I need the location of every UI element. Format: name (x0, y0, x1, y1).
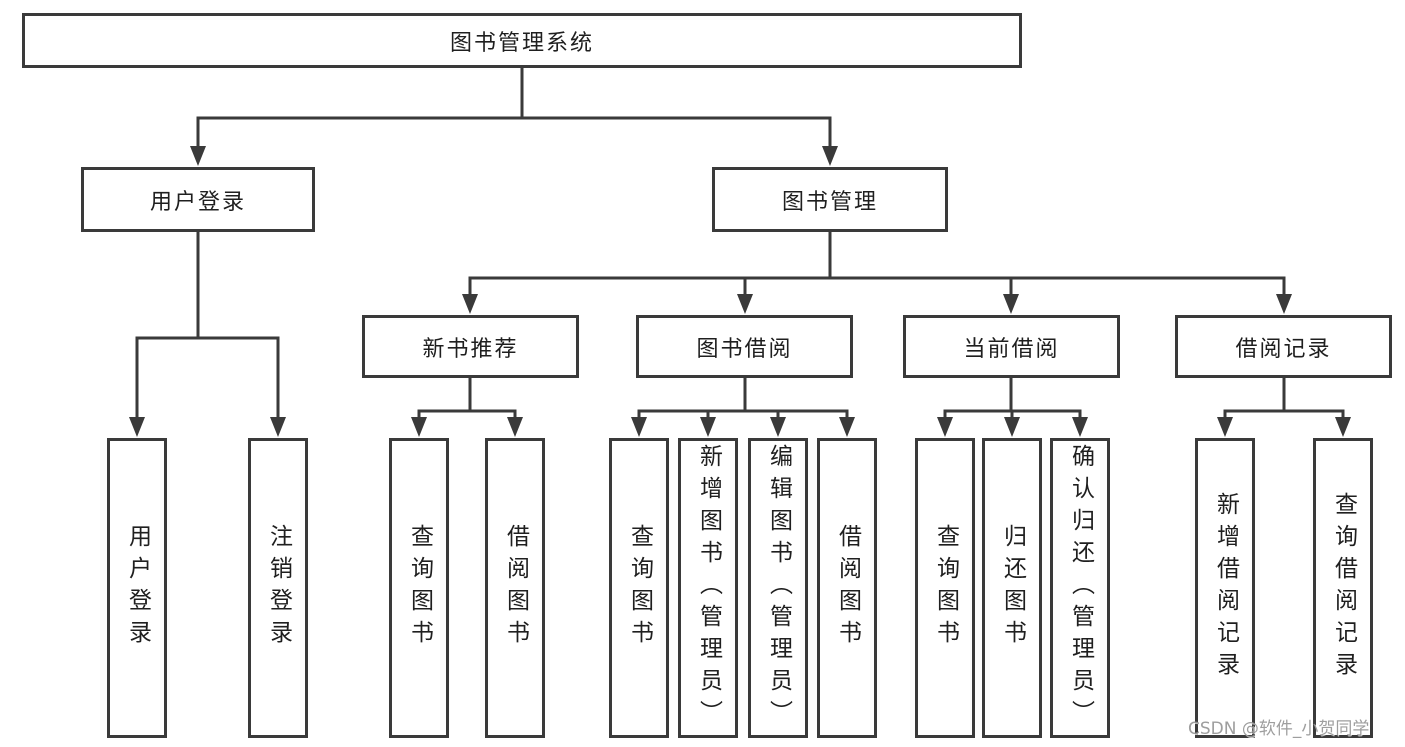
leaf-confirm-return-admin-label: 确认归还（管理员） (1067, 444, 1094, 732)
leaf-logout-login: 注销登录 (248, 438, 308, 738)
leaf-query-books-label: 查询图书 (406, 524, 433, 652)
node-current-borrowing: 当前借阅 (903, 315, 1120, 378)
leaf-borrow-books-label: 借阅图书 (502, 524, 529, 652)
leaf-confirm-return-admin: 确认归还（管理员） (1050, 438, 1110, 738)
leaf-add-book-admin-label: 新增图书（管理员） (695, 444, 722, 732)
node-new-book-recommendation: 新书推荐 (362, 315, 579, 378)
leaf-borrow-books: 借阅图书 (485, 438, 545, 738)
leaf-query-books: 查询图书 (609, 438, 669, 738)
leaf-query-books-label: 查询图书 (932, 524, 959, 652)
node-book-management: 图书管理 (712, 167, 948, 232)
leaf-borrow-books-label: 借阅图书 (834, 524, 861, 652)
node-user-login: 用户登录 (81, 167, 315, 232)
leaf-query-books: 查询图书 (915, 438, 975, 738)
node-library-management-system: 图书管理系统 (22, 13, 1022, 68)
leaf-return-books: 归还图书 (982, 438, 1042, 738)
leaf-query-borrow-record: 查询借阅记录 (1313, 438, 1373, 738)
node-book-borrowing: 图书借阅 (636, 315, 853, 378)
leaf-logout-login-label: 注销登录 (265, 524, 292, 652)
leaf-add-borrow-record-label: 新增借阅记录 (1212, 492, 1239, 684)
leaf-add-borrow-record: 新增借阅记录 (1195, 438, 1255, 738)
leaf-user-login-label: 用户登录 (124, 524, 151, 652)
leaf-edit-book-admin-label: 编辑图书（管理员） (765, 444, 792, 732)
leaf-user-login: 用户登录 (107, 438, 167, 738)
leaf-query-books-label: 查询图书 (626, 524, 653, 652)
leaf-return-books-label: 归还图书 (999, 524, 1026, 652)
leaf-query-books: 查询图书 (389, 438, 449, 738)
leaf-add-book-admin: 新增图书（管理员） (678, 438, 738, 738)
csdn-watermark: CSDN @软件_小贺同学 (1188, 719, 1370, 739)
leaf-edit-book-admin: 编辑图书（管理员） (748, 438, 808, 738)
leaf-query-borrow-record-label: 查询借阅记录 (1330, 492, 1357, 684)
node-borrowing-records: 借阅记录 (1175, 315, 1392, 378)
leaf-borrow-books: 借阅图书 (817, 438, 877, 738)
